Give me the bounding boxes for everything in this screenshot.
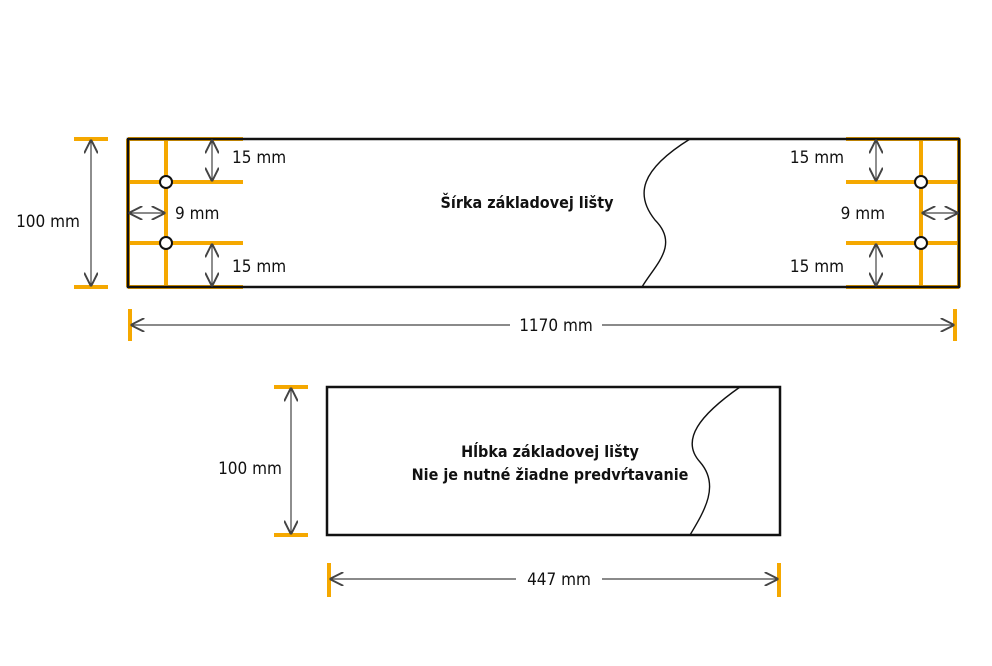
- long-board: 100 mm 15 mm 15 mm 9 mm 15 mm 15 mm 9 mm…: [16, 137, 961, 341]
- short-board-height-dimension: [274, 385, 308, 537]
- left-hole-edge-offset-label: 9 mm: [175, 204, 219, 224]
- long-board-length-dimension: [128, 309, 957, 341]
- drill-hole-right-top: [914, 175, 928, 189]
- short-board-length-label: 447 mm: [527, 570, 591, 590]
- long-board-break-line: [641, 138, 691, 288]
- short-board-label-line2: Nie je nutné žiadne predvŕtavanie: [412, 465, 689, 484]
- short-board-outline: [325, 385, 782, 537]
- short-board-break-line: [689, 386, 741, 536]
- drill-hole-left-top: [159, 175, 173, 189]
- short-board-length-dimension: [327, 563, 781, 597]
- left-hole-bottom-offset-label: 15 mm: [232, 257, 286, 277]
- long-board-height-label: 100 mm: [16, 212, 80, 232]
- long-board-label: Šírka základovej lišty: [441, 193, 615, 212]
- drill-hole-right-bottom: [914, 236, 928, 250]
- left-offset-arrows: [130, 141, 212, 285]
- right-offset-arrows: [876, 141, 957, 285]
- short-board: Hĺbka základovej lišty Nie je nutné žiad…: [218, 385, 782, 597]
- long-board-height-dimension: [74, 137, 108, 289]
- right-hole-edge-offset-label: 9 mm: [841, 204, 885, 224]
- short-board-label-line1: Hĺbka základovej lišty: [461, 442, 639, 461]
- short-board-height-label: 100 mm: [218, 459, 282, 479]
- long-board-length-label: 1170 mm: [519, 316, 593, 336]
- right-hole-bottom-offset-label: 15 mm: [790, 257, 844, 277]
- drill-hole-left-bottom: [159, 236, 173, 250]
- left-hole-top-offset-label: 15 mm: [232, 148, 286, 168]
- right-hole-top-offset-label: 15 mm: [790, 148, 844, 168]
- long-board-outline: [126, 137, 961, 289]
